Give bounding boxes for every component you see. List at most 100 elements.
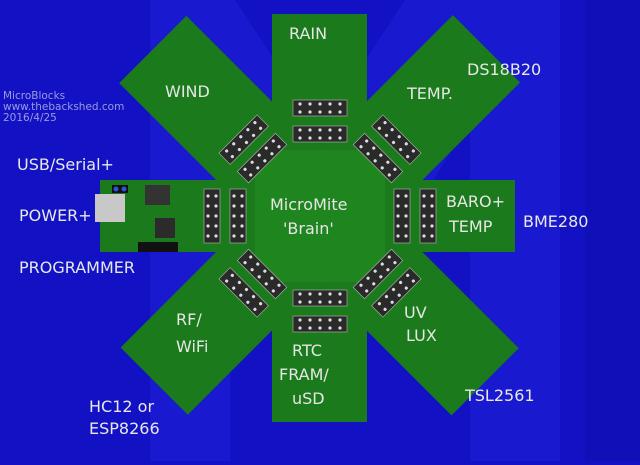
pin (366, 152, 370, 156)
pin-header-pair (218, 248, 288, 318)
pin (404, 224, 408, 228)
pin (383, 307, 387, 311)
label-bme280: BME280 (523, 212, 589, 231)
pin (206, 234, 210, 238)
pin (384, 295, 389, 299)
label-tsl2561: TSL2561 (465, 386, 535, 405)
pin-header (236, 248, 288, 300)
pin (264, 146, 268, 150)
pin (391, 287, 396, 292)
pin (422, 194, 426, 198)
pin (214, 214, 218, 218)
pin (232, 234, 236, 238)
pin-header (371, 114, 422, 165)
pin-header-pair (218, 114, 288, 184)
center-label-2: 'Brain' (283, 219, 334, 238)
pin (263, 159, 267, 163)
pin (393, 261, 397, 265)
pin (338, 318, 342, 322)
pin (338, 326, 342, 330)
pin (243, 261, 247, 265)
pin (338, 102, 342, 106)
pin (366, 276, 370, 280)
pin (384, 133, 389, 137)
pin (359, 283, 363, 287)
pin (377, 302, 381, 306)
pin (430, 234, 434, 238)
pin (396, 204, 400, 208)
credit-date: 2016/4/25 (3, 112, 57, 124)
pcb-board (100, 14, 521, 422)
pin (237, 280, 241, 285)
pin (308, 102, 312, 106)
pin (298, 102, 302, 106)
pin (359, 145, 363, 149)
center-label-1: MicroMite (270, 195, 348, 214)
pin (338, 110, 342, 114)
pin (298, 136, 302, 140)
pin (404, 142, 408, 146)
pin (251, 133, 256, 137)
pin-header (419, 188, 437, 244)
pin (308, 326, 312, 330)
pin (430, 194, 434, 198)
pin (250, 160, 254, 164)
label-programmer: PROGRAMMER (19, 258, 136, 277)
pin (390, 300, 394, 304)
usb-programmer-board (95, 185, 178, 252)
pin (246, 300, 250, 304)
pin (244, 140, 249, 145)
pin (386, 160, 390, 164)
pin-header (292, 289, 348, 307)
arm-label-wind: WIND (165, 82, 210, 101)
pin (328, 318, 332, 322)
pin (399, 147, 403, 152)
pin (298, 326, 302, 330)
pin (422, 214, 426, 218)
pin (411, 149, 415, 153)
pin-header (352, 248, 404, 300)
pin (328, 128, 332, 132)
pin (318, 300, 322, 304)
pin (318, 326, 322, 330)
pin (253, 121, 257, 125)
pin (240, 194, 244, 198)
pin (214, 224, 218, 228)
label-power: POWER+ (19, 206, 92, 225)
pin (387, 255, 391, 259)
pin (318, 128, 322, 132)
pin (404, 214, 408, 218)
pin (232, 204, 236, 208)
pin (232, 142, 236, 146)
pin-header (218, 114, 269, 165)
pin (430, 214, 434, 218)
arm-label-usd: uSD (292, 389, 325, 408)
pin (240, 214, 244, 218)
pin (373, 159, 377, 163)
pin (230, 273, 234, 277)
pin-header (393, 188, 411, 244)
pin (380, 166, 384, 170)
pin (206, 204, 210, 208)
pin (214, 194, 218, 198)
pin (232, 286, 236, 290)
label-hc12: HC12 or (89, 397, 155, 416)
pin (328, 292, 332, 296)
pin (404, 286, 408, 290)
pin (365, 139, 369, 143)
pin (243, 167, 247, 171)
pin (239, 135, 243, 139)
pin (271, 289, 275, 293)
pin (298, 128, 302, 132)
pin (232, 194, 236, 198)
arm-label-rf: RF/ (176, 310, 202, 329)
pin (249, 255, 253, 259)
pin (373, 269, 377, 273)
pin (338, 136, 342, 140)
pin (365, 289, 369, 293)
arm-label-fram: FRAM/ (279, 365, 329, 384)
pin-header-pair (292, 99, 348, 143)
pin (399, 280, 403, 285)
pin (308, 300, 312, 304)
pin (277, 283, 281, 287)
